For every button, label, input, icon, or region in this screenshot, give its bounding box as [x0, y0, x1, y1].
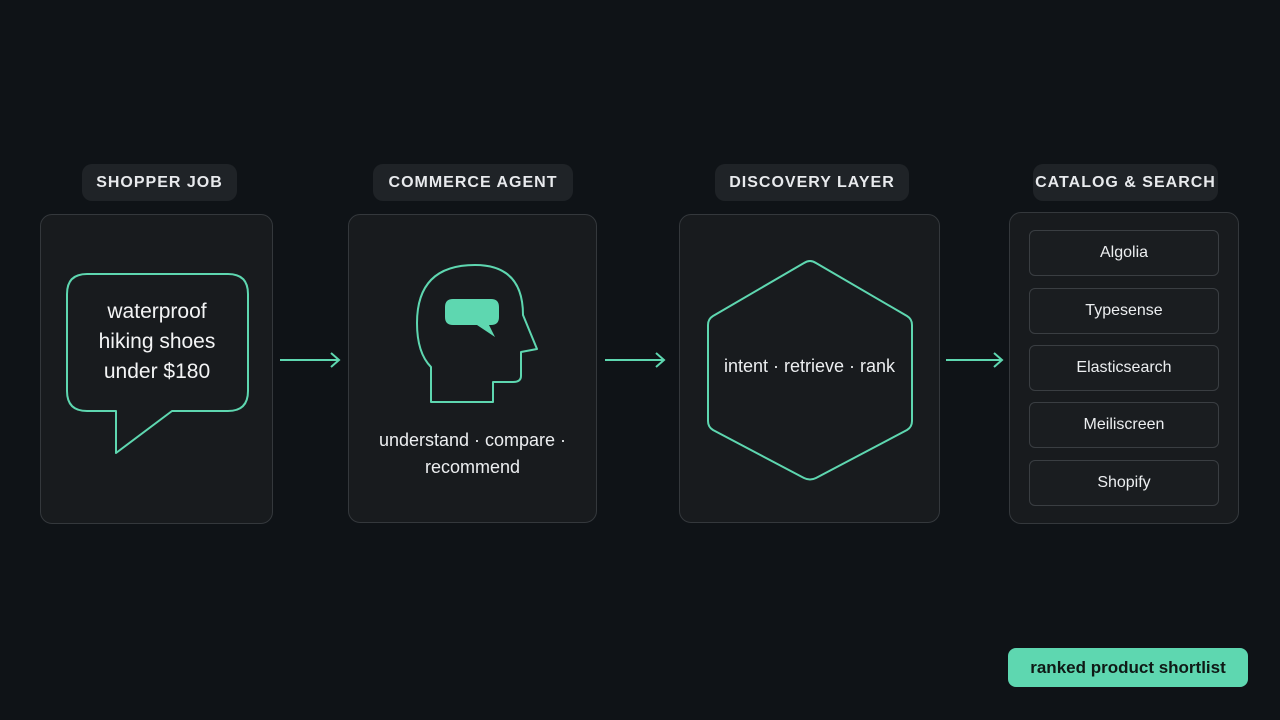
discovery-layer-card: intent · retrieve · rank	[679, 214, 940, 523]
agent-actions-text: understand · compare · recommend	[378, 430, 567, 477]
head-with-chat-icon	[416, 264, 538, 403]
commerce-agent-card: understand · compare · recommend	[348, 214, 597, 523]
engine-shopify: Shopify	[1029, 460, 1219, 506]
arrow-right-icon	[280, 352, 341, 368]
stage-label-shopper-job: SHOPPER JOB	[82, 164, 237, 201]
shopper-job-card: waterproof hiking shoes under $180	[40, 214, 273, 524]
output-badge: ranked product shortlist	[1008, 648, 1248, 687]
catalog-search-card: Algolia Typesense Elasticsearch Meiliscr…	[1009, 212, 1239, 524]
speech-bubble-icon	[66, 273, 249, 454]
arrow-right-icon	[946, 352, 1004, 368]
hexagon-icon	[707, 260, 913, 481]
arrow-right-icon	[605, 352, 666, 368]
stage-label-catalog-search: CATALOG & SEARCH	[1033, 164, 1218, 201]
discovery-steps-text: intent · retrieve · rank	[723, 356, 896, 376]
engine-elasticsearch: Elasticsearch	[1029, 345, 1219, 391]
stage-label-commerce-agent: COMMERCE AGENT	[373, 164, 573, 201]
engine-algolia: Algolia	[1029, 230, 1219, 276]
engine-typesense: Typesense	[1029, 288, 1219, 334]
shopper-query-text: waterproof hiking shoes under $180	[98, 300, 216, 383]
stage-label-discovery-layer: DISCOVERY LAYER	[715, 164, 909, 201]
engine-meiliscreen: Meiliscreen	[1029, 402, 1219, 448]
